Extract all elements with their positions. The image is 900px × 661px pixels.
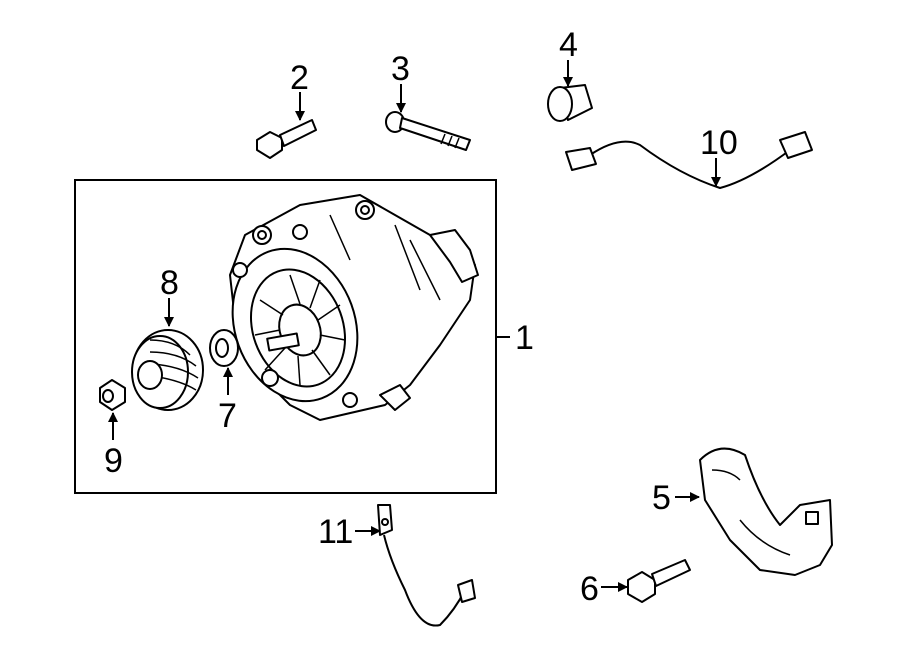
callout-6: 6 bbox=[580, 570, 599, 608]
cap-4-part[interactable] bbox=[547, 84, 593, 122]
alternator-part[interactable] bbox=[212, 194, 479, 421]
bolt-6-part[interactable] bbox=[627, 559, 691, 603]
callout-4: 4 bbox=[559, 26, 578, 64]
washer-part[interactable] bbox=[209, 329, 239, 367]
callout-9: 9 bbox=[104, 442, 123, 480]
callout-8: 8 bbox=[160, 264, 179, 302]
callout-11: 11 bbox=[318, 513, 353, 551]
callout-5: 5 bbox=[652, 479, 671, 517]
nut-part[interactable] bbox=[99, 379, 126, 411]
bolt-3-part[interactable] bbox=[385, 111, 471, 151]
callout-leaders bbox=[108, 60, 721, 592]
callout-1: 1 bbox=[515, 319, 534, 357]
bolt-2-part[interactable] bbox=[256, 119, 317, 159]
shield-5-part[interactable] bbox=[699, 447, 833, 576]
callout-3: 3 bbox=[391, 50, 410, 88]
harness-10-part[interactable] bbox=[565, 131, 813, 190]
pulley-part[interactable] bbox=[131, 329, 204, 411]
callout-10: 10 bbox=[700, 124, 738, 162]
cable-11-part[interactable] bbox=[377, 504, 476, 627]
callout-7: 7 bbox=[218, 397, 237, 435]
callout-2: 2 bbox=[290, 59, 309, 97]
